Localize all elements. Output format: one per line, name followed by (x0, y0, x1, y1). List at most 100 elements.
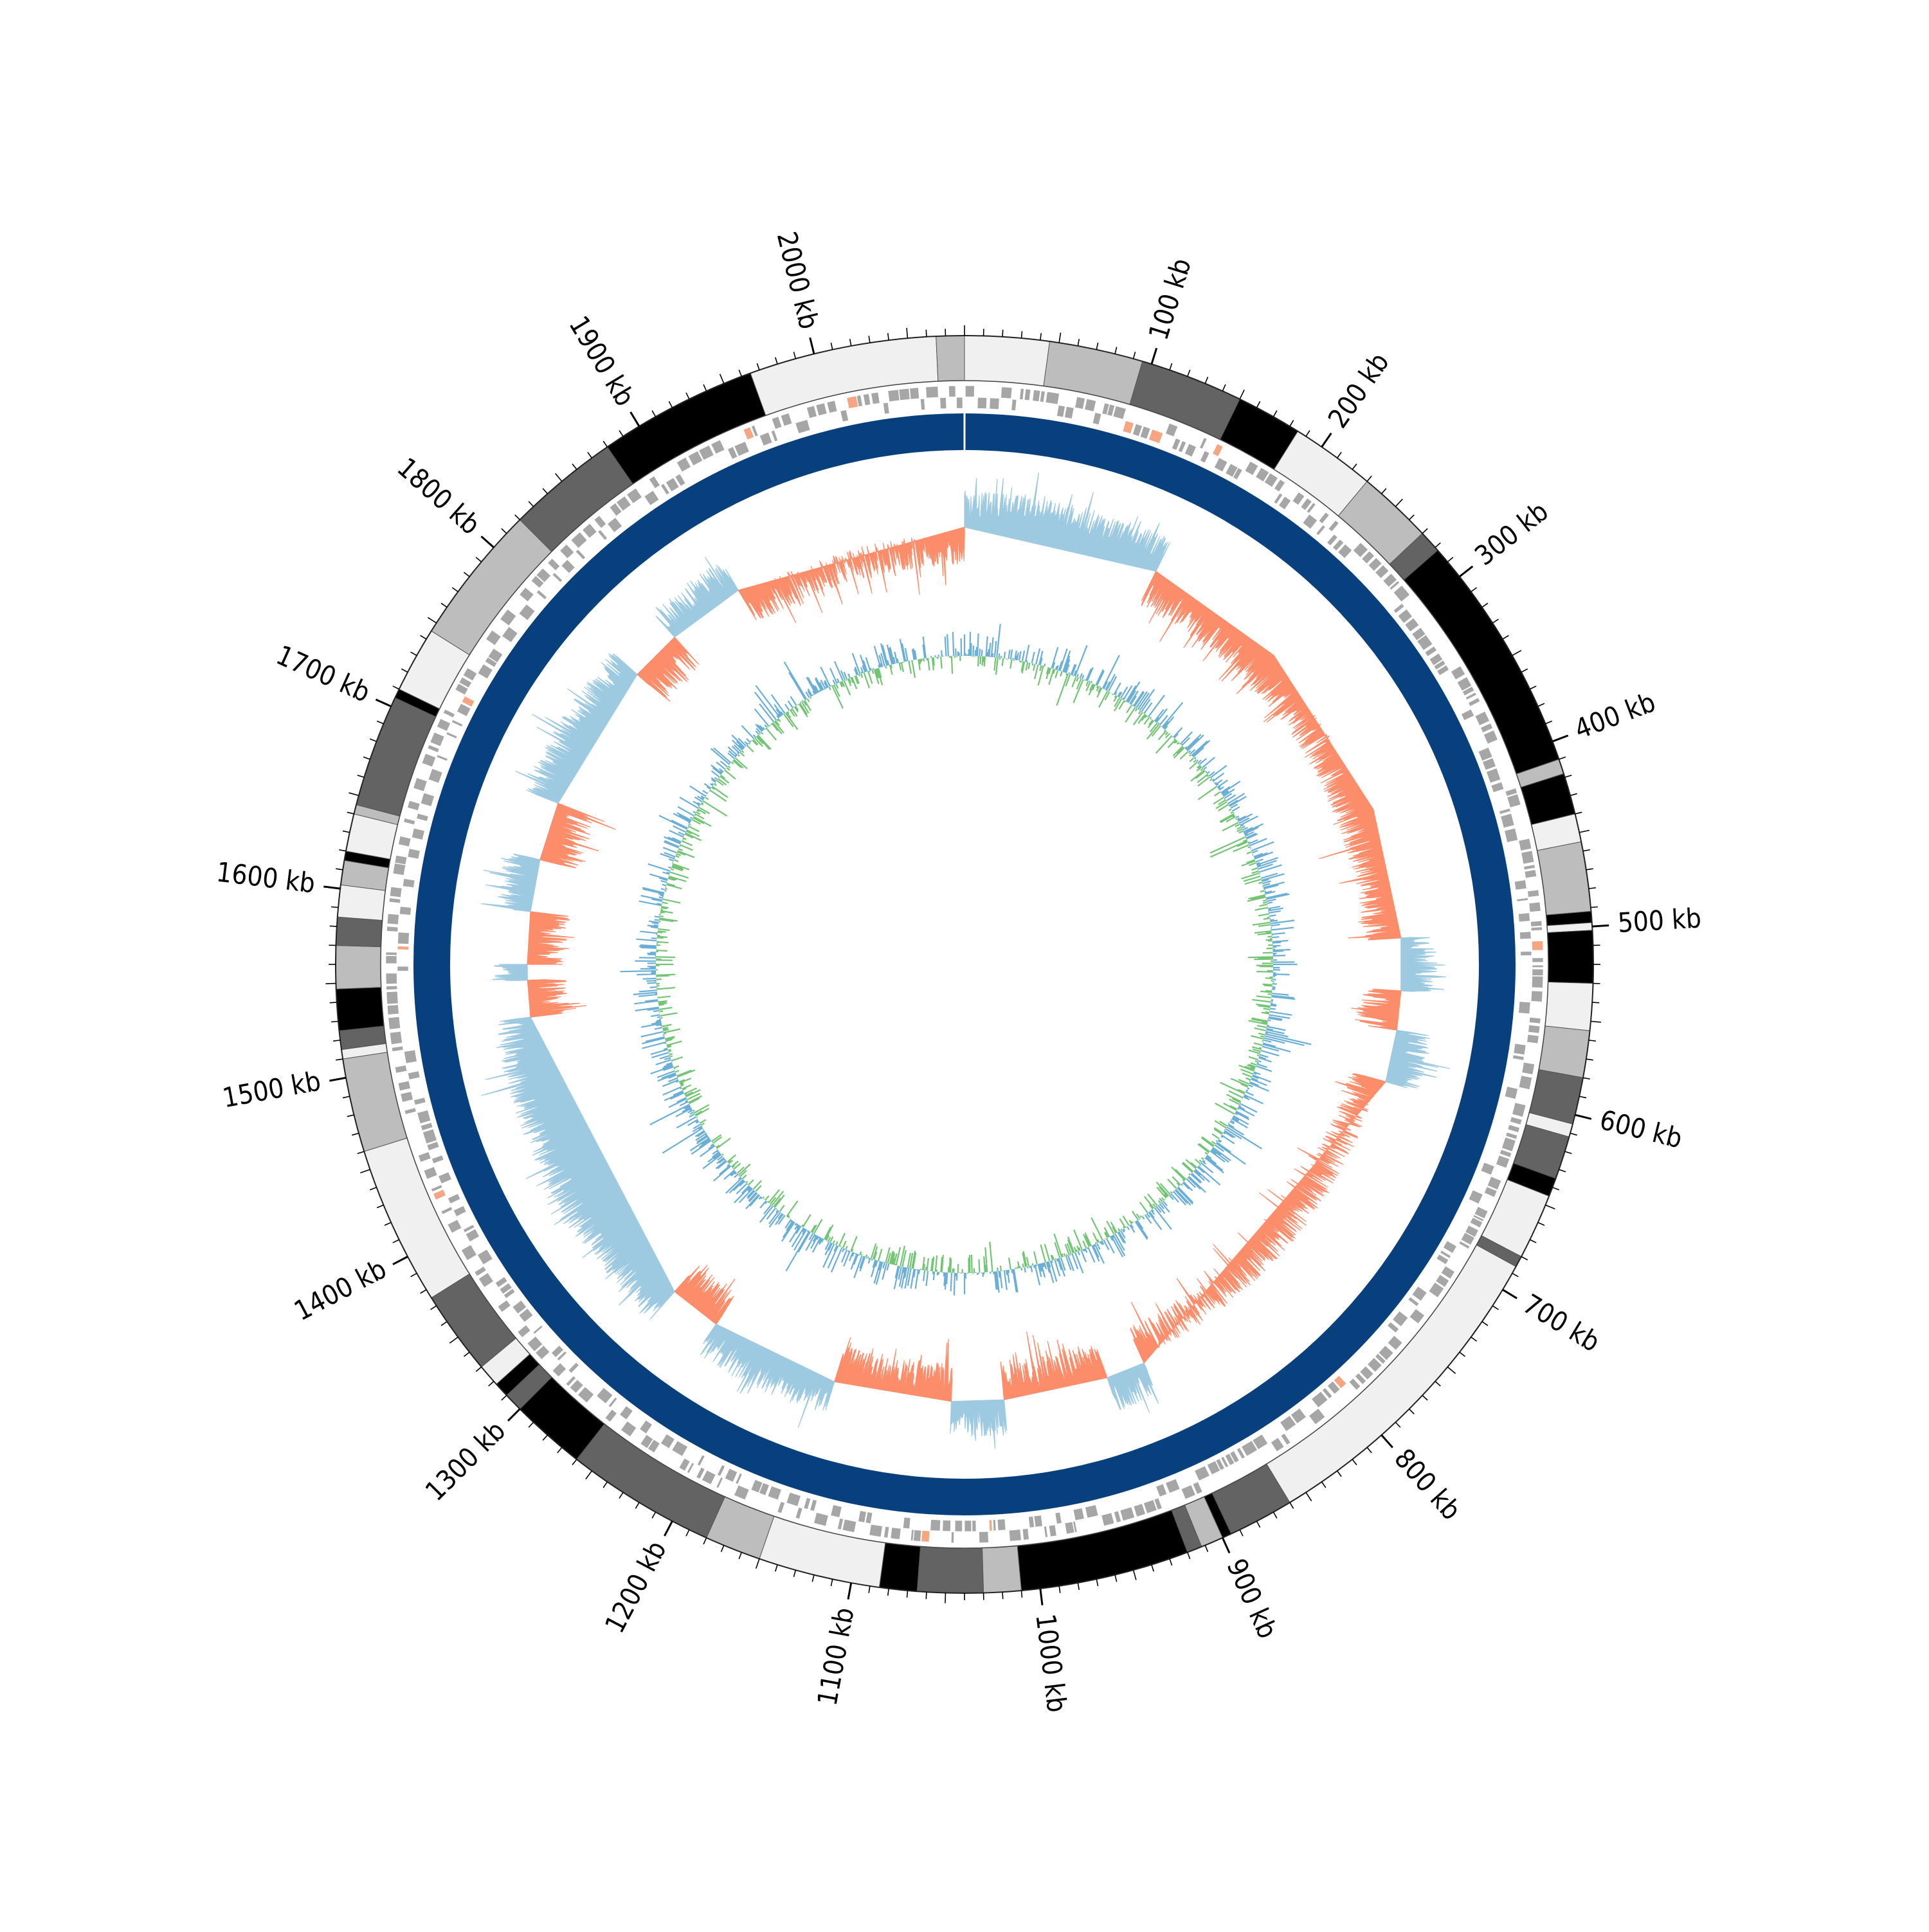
minor-tick (1552, 1187, 1559, 1190)
minor-tick (393, 1240, 399, 1243)
position-label: 200 kb (1322, 347, 1395, 434)
gene-feature (1514, 1043, 1526, 1055)
skew-negative-region (493, 964, 528, 980)
minor-tick (411, 1273, 417, 1276)
gene-feature (1388, 1335, 1402, 1350)
gc-above-average (620, 624, 1312, 1296)
gene-feature (1519, 1076, 1532, 1090)
gene-feature (804, 1498, 811, 1510)
minor-tick (775, 1565, 777, 1572)
backbone-arc (413, 413, 1516, 1515)
minor-tick (1592, 1002, 1599, 1003)
ideogram-band (338, 885, 386, 920)
minor-tick (1538, 1222, 1544, 1225)
gene-feature (401, 1092, 413, 1103)
minor-tick (757, 363, 759, 370)
ideogram-band (336, 988, 384, 1031)
gene-feature (1085, 399, 1096, 411)
gene-feature (921, 1531, 930, 1542)
gene-feature (1496, 1155, 1510, 1168)
minor-tick (1530, 1240, 1536, 1243)
gene-feature (1519, 838, 1532, 851)
gene-feature (1028, 1516, 1034, 1528)
minor-tick (1482, 1322, 1488, 1326)
position-label: 500 kb (1617, 902, 1702, 939)
gene-feature (842, 1519, 856, 1532)
gene-feature (993, 1520, 996, 1531)
gene-feature (1166, 423, 1178, 437)
gene-feature (1461, 709, 1474, 720)
minor-tick (831, 343, 832, 350)
minor-tick (775, 357, 777, 365)
gene-feature (498, 1300, 511, 1312)
gene-feature (414, 1097, 426, 1105)
skew-negative-region (656, 557, 738, 637)
minor-tick (421, 635, 426, 639)
gene-feature (502, 627, 518, 643)
gene-feature (621, 1421, 637, 1436)
minor-tick (464, 1352, 469, 1357)
minor-tick (1170, 363, 1172, 370)
gene-feature (814, 1513, 829, 1526)
minor-tick (1559, 757, 1566, 759)
minor-tick (1290, 420, 1294, 426)
position-label: 1700 kb (271, 639, 375, 709)
gene-feature (1531, 991, 1543, 1002)
gene-feature (417, 1110, 431, 1124)
gene-feature (883, 402, 889, 414)
gene-feature (1501, 813, 1514, 827)
minor-tick (1257, 401, 1260, 408)
gene-feature (734, 442, 749, 456)
minor-tick (888, 1589, 889, 1596)
gene-feature (661, 1434, 675, 1449)
ideogram-band (1539, 1026, 1589, 1078)
minor-tick (333, 1040, 340, 1041)
gene-feature (1518, 913, 1530, 922)
minor-tick (1471, 588, 1477, 592)
gene-feature (390, 1031, 402, 1044)
position-label: 600 kb (1597, 1104, 1685, 1155)
gene-feature (955, 1521, 962, 1531)
minor-tick (652, 1512, 655, 1519)
gene-feature (1522, 1062, 1535, 1074)
minor-tick (1205, 377, 1208, 383)
gene-feature (1148, 429, 1163, 444)
gene-feature (1065, 406, 1074, 419)
minor-tick (739, 370, 741, 376)
gene-feature (404, 818, 415, 825)
minor-tick (339, 850, 346, 851)
gene-feature (575, 549, 585, 559)
minor-tick (1096, 343, 1098, 350)
gene-feature (1319, 512, 1329, 523)
gene-feature (644, 491, 659, 505)
gene-feature (979, 1531, 989, 1542)
gene-feature (478, 1273, 493, 1288)
gene-feature (920, 399, 925, 410)
major-tick (664, 1521, 672, 1536)
skew-negative-region (1386, 1030, 1449, 1088)
gene-feature (408, 1071, 420, 1079)
minor-tick (1579, 830, 1589, 832)
minor-tick (1471, 1337, 1477, 1342)
gene-feature (1001, 387, 1012, 399)
major-tick (482, 536, 494, 547)
minor-tick (1570, 1133, 1577, 1135)
gene-feature (424, 1167, 437, 1179)
minor-tick (358, 1151, 365, 1153)
minor-tick (686, 1530, 689, 1536)
minor-tick (385, 1222, 391, 1225)
major-tick (1592, 925, 1609, 926)
minor-tick (1435, 1382, 1440, 1386)
gene-feature (864, 393, 871, 405)
position-label: 700 kb (1517, 1288, 1606, 1358)
gene-feature (413, 778, 427, 791)
minor-tick (652, 411, 655, 417)
minor-tick (926, 330, 927, 337)
gene-feature (478, 664, 493, 679)
gene-feature (598, 530, 608, 540)
gene-feature (1481, 1162, 1494, 1175)
minor-tick (1591, 907, 1598, 908)
gene-feature (422, 754, 436, 767)
major-tick (810, 338, 814, 354)
gene-feature (452, 719, 463, 727)
